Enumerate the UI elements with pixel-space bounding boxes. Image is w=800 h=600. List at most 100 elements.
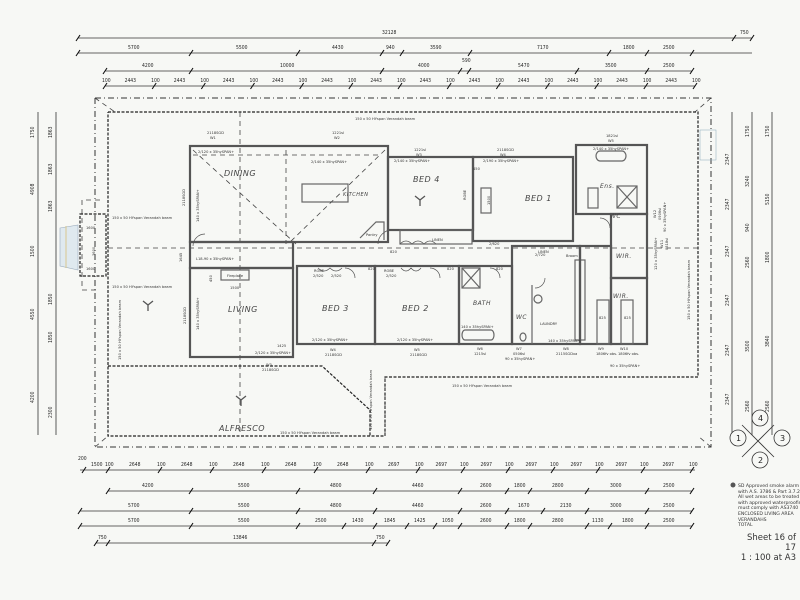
svg-text:4800: 4800 — [330, 483, 342, 489]
window-callouts: 2118SGD W1 2/120 x 35hySPAN+ 1221sl W2 2… — [182, 131, 669, 372]
svg-text:1645: 1645 — [179, 253, 183, 262]
svg-text:100: 100 — [505, 462, 514, 468]
svg-text:1800: 1800 — [623, 45, 635, 51]
svg-text:590: 590 — [462, 58, 471, 64]
sheet-number: Sheet 16 of 17 — [747, 533, 796, 553]
sheet-info: Sheet 16 of 17 1 : 100 at A3 — [736, 533, 796, 563]
svg-text:4460: 4460 — [412, 503, 424, 509]
svg-text:2443: 2443 — [321, 78, 333, 84]
svg-text:3000: 3000 — [610, 503, 622, 509]
room-labels: DINING KITCHEN Pantry BED 4 BED 1 ROBE E… — [218, 169, 631, 433]
orientation-1: 1 — [736, 434, 741, 443]
svg-text:2697: 2697 — [616, 462, 628, 468]
svg-text:2500: 2500 — [663, 518, 675, 524]
svg-text:2/140 x 35hySPAN+: 2/140 x 35hySPAN+ — [593, 147, 629, 151]
svg-text:750: 750 — [98, 535, 107, 541]
svg-text:4800: 4800 — [330, 503, 342, 509]
svg-text:4430: 4430 — [332, 45, 344, 51]
svg-text:1221sl: 1221sl — [414, 148, 426, 152]
right-dimension-strings: 2347 2347 2347 2347 2347 2347 1750 3240 … — [699, 112, 773, 435]
svg-text:3840: 3840 — [765, 335, 771, 347]
svg-text:90 x 35hySPAN+: 90 x 35hySPAN+ — [505, 357, 535, 361]
svg-text:100: 100 — [151, 78, 160, 84]
svg-text:2560: 2560 — [745, 400, 751, 412]
svg-text:2/120 x 35hySPAN+: 2/120 x 35hySPAN+ — [397, 338, 433, 342]
svg-text:100: 100 — [460, 462, 469, 468]
svg-text:1215sl: 1215sl — [474, 352, 486, 356]
svg-text:2600: 2600 — [480, 483, 492, 489]
verandah-outline — [94, 97, 712, 448]
svg-text:2118SGD: 2118SGD — [183, 307, 187, 324]
svg-text:5500: 5500 — [236, 45, 248, 51]
svg-text:2443: 2443 — [616, 78, 628, 84]
svg-text:2648: 2648 — [285, 462, 297, 468]
verandah-beam-label-top: 150 x 50 HYspan Verandah beam — [355, 117, 416, 121]
svg-text:2118SGD: 2118SGD — [497, 148, 514, 152]
room-pantry: Pantry — [366, 233, 378, 237]
svg-text:2600: 2600 — [480, 503, 492, 509]
svg-text:1750: 1750 — [745, 125, 751, 137]
walls — [108, 143, 649, 436]
svg-text:100: 100 — [640, 462, 649, 468]
svg-text:1850: 1850 — [48, 293, 54, 305]
svg-text:90 x 35hySPAN+: 90 x 35hySPAN+ — [610, 364, 640, 368]
svg-text:2/140 x 35hySPAN+: 2/140 x 35hySPAN+ — [394, 159, 430, 163]
verandah-beam-label-mid: 150 x 50 HYspan Verandah beam — [452, 384, 513, 388]
svg-text:1806fv obs.: 1806fv obs. — [596, 352, 617, 356]
svg-text:140 x 35hySPAN+: 140 x 35hySPAN+ — [548, 339, 581, 343]
svg-text:10000: 10000 — [280, 63, 294, 69]
top-dimension-strings: 32128 750 5700 5500 4430 940 3590 7170 1… — [75, 30, 755, 90]
svg-text:2347: 2347 — [725, 153, 731, 165]
svg-text:100: 100 — [313, 462, 322, 468]
room-kitchen: KITCHEN — [343, 192, 368, 198]
svg-text:W11: W11 — [660, 240, 664, 248]
svg-text:2/520: 2/520 — [331, 274, 342, 278]
svg-text:4200: 4200 — [142, 63, 154, 69]
svg-text:1821sl: 1821sl — [606, 134, 618, 138]
svg-text:2697: 2697 — [436, 462, 448, 468]
svg-text:100: 100 — [157, 462, 166, 468]
svg-text:2600: 2600 — [480, 518, 492, 524]
svg-text:100: 100 — [415, 462, 424, 468]
svg-text:1800: 1800 — [514, 483, 526, 489]
svg-text:4200: 4200 — [142, 483, 154, 489]
svg-text:2697: 2697 — [571, 462, 583, 468]
svg-text:2/720: 2/720 — [535, 253, 546, 257]
svg-text:820: 820 — [368, 267, 376, 271]
svg-text:940: 940 — [386, 45, 395, 51]
svg-text:2648: 2648 — [181, 462, 193, 468]
svg-text:100: 100 — [250, 78, 259, 84]
room-linen2: LINEN — [538, 250, 549, 254]
svg-text:2648: 2648 — [233, 462, 245, 468]
verandah-beam-label-entry-bottom: 150 x 50 HYspan Verandah beam — [112, 285, 173, 289]
svg-text:4550: 4550 — [30, 308, 36, 320]
room-alfresco: ALFRESCO — [218, 424, 265, 433]
svg-text:W5: W5 — [608, 139, 614, 143]
svg-text:450: 450 — [209, 274, 213, 282]
svg-text:W3: W3 — [416, 153, 422, 157]
svg-text:2/520: 2/520 — [313, 274, 324, 278]
svg-text:2/140 x 35hySPAN+: 2/140 x 35hySPAN+ — [311, 160, 347, 164]
svg-text:1500: 1500 — [30, 245, 36, 257]
svg-text:5700: 5700 — [128, 518, 140, 524]
svg-text:100: 100 — [102, 78, 111, 84]
svg-text:150 x 50 HYspan Verandah beam: 150 x 50 HYspan Verandah beam — [687, 259, 691, 320]
room-linen1: LINEN — [432, 238, 443, 242]
svg-text:825: 825 — [599, 316, 606, 320]
svg-text:W7: W7 — [516, 347, 522, 351]
svg-text:0318sl: 0318sl — [665, 238, 669, 250]
svg-text:0906sl: 0906sl — [658, 208, 662, 220]
room-bed4: BED 4 — [413, 175, 440, 184]
svg-text:3500: 3500 — [605, 63, 617, 69]
room-robe1: ROBE — [463, 189, 467, 200]
svg-text:2347: 2347 — [725, 294, 731, 306]
svg-text:2443: 2443 — [469, 78, 481, 84]
svg-text:5500: 5500 — [238, 483, 250, 489]
svg-text:2443: 2443 — [272, 78, 284, 84]
svg-text:W12: W12 — [653, 210, 657, 218]
room-bed2: BED 2 — [402, 304, 429, 313]
room-robe2: ROBE — [384, 269, 395, 273]
svg-text:1800: 1800 — [514, 518, 526, 524]
svg-text:2500: 2500 — [315, 518, 327, 524]
